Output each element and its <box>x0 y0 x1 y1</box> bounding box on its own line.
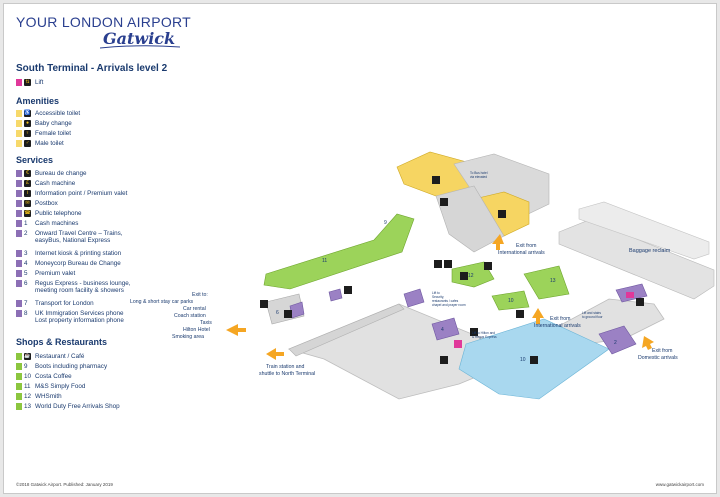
shop-12-label: 12 <box>468 273 474 279</box>
exit-arrow-parks <box>226 324 246 336</box>
male-toilet-icon: ♂ <box>24 140 31 147</box>
postbox-icon-map-2 <box>440 356 448 364</box>
gatwick-logo: Gatwick <box>103 29 176 48</box>
legend-service-4: 4 Moneycorp Bureau de Change <box>16 260 121 270</box>
toilet-icon-map <box>440 198 448 206</box>
cash-icon-map <box>344 286 352 294</box>
legend-male-toilet: ♂ Male toilet <box>16 140 64 150</box>
train-label: Train station and shuttle to North Termi… <box>259 364 315 377</box>
shop-9-label: 9 <box>384 220 387 226</box>
shop-10-area <box>491 290 530 311</box>
exit-domestic-label: Exit from Domestic arrivals <box>638 348 678 361</box>
walkway <box>288 303 405 357</box>
legend-bureau: € Bureau de change <box>16 170 86 180</box>
information-icon: i <box>24 190 31 197</box>
baggage-belt <box>578 201 710 260</box>
legend-cash-machine: £ Cash machine <box>16 180 75 190</box>
exit-arrow-train <box>266 348 284 360</box>
telephone-icon-map <box>444 260 452 268</box>
legend-shop-11: 11 M&S Simply Food <box>16 383 85 393</box>
legend-service-7: 7 Transport for London <box>16 300 94 310</box>
logo-swoosh <box>100 45 180 49</box>
legend-telephone: ☎ Public telephone <box>16 210 82 220</box>
shop-11-label: 11 <box>322 258 327 264</box>
exit-intl-top-label: Exit from International arrivals <box>498 243 545 256</box>
legend-shop-12: 12 WHSmith <box>16 393 62 403</box>
cash-machine-icon: £ <box>24 180 31 187</box>
to-hotel-label: To Bus hotel via elevated <box>470 171 488 179</box>
shop-11-area <box>263 213 415 290</box>
postbox-icon-map <box>434 260 442 268</box>
map-page: YOUR LONDON AIRPORT Gatwick South Termin… <box>3 3 717 494</box>
shop-10b-label: 10 <box>520 357 526 363</box>
toilet-icon-map-3 <box>432 176 440 184</box>
legend-service-6: 6 Regus Express - business lounge, meeti… <box>16 280 131 298</box>
legend-service-2: 2 Onward Travel Centre – Trains, easyBus… <box>16 230 123 248</box>
exit-arrow-intl-top <box>492 234 504 250</box>
accessible-icon-map <box>484 262 492 270</box>
lift-hotel-label: Lift to Hilton and & Regus Express <box>472 331 497 339</box>
exit-parks-label: Exit to: Long & short stay car parks Car… <box>130 292 213 340</box>
lift-icon: ⇅ <box>24 79 31 86</box>
legend-information: i Information point / Premium valet <box>16 190 127 200</box>
info-icon-map-4 <box>470 328 478 336</box>
service-kiosk-area <box>328 288 343 302</box>
footer-copyright: ©2018 Gatwick Airport. Published: Januar… <box>16 482 113 487</box>
lift-marker-2 <box>626 292 634 298</box>
toilet-icon-map-2 <box>498 210 506 218</box>
brand-tagline: YOUR LONDON AIRPORT <box>16 14 192 30</box>
baby-change-icon: ● <box>24 120 31 127</box>
restaurant-icon-map <box>516 310 524 318</box>
info-icon-map-2 <box>284 310 292 318</box>
page-title: South Terminal - Arrivals level 2 <box>16 63 168 74</box>
lift-security-label: Lift to Security, restaurants / cafes ch… <box>432 291 466 307</box>
lift-marker-1 <box>454 340 462 348</box>
exit-arrow-domestic <box>642 336 654 350</box>
baggage-label: Baggage reclaim <box>629 248 671 254</box>
bureau-de-change-icon: € <box>24 170 31 177</box>
bureau-icon-map <box>260 300 268 308</box>
exit-intl-mid-label: Exit from International arrivals <box>534 316 581 329</box>
shop-13-label: 13 <box>550 278 556 284</box>
restaurant-icon: ☕ <box>24 353 31 360</box>
legend-accessible-toilet: ♿ Accessible toilet <box>16 110 80 120</box>
legend-shop-13: 13 World Duty Free Arrivals Shop <box>16 403 120 413</box>
service-2-label: 2 <box>614 340 617 346</box>
exit-arrow-intl-mid <box>532 308 544 324</box>
female-toilet-icon: ♀ <box>24 130 31 137</box>
service-2-area <box>598 325 637 355</box>
info-icon-map-3 <box>636 298 644 306</box>
legend-service-3: 3 Internet kiosk & printing station <box>16 250 121 260</box>
legend-service-5: 5 Premium valet <box>16 270 75 280</box>
telephone-icon: ☎ <box>24 210 31 217</box>
info-icon-map <box>460 272 468 280</box>
grey-block-mid <box>435 185 505 253</box>
service-4-area <box>431 317 460 341</box>
legend-lift: ⇅ Lift <box>16 79 43 89</box>
shops-heading: Shops & Restaurants <box>16 337 108 347</box>
legend-service-8: 8 UK Immigration Services phone Lost pro… <box>16 310 124 328</box>
stairs-note-label: Lift and stairs to ground floor <box>582 311 603 319</box>
legend-service-1: 1 Cash machines <box>16 220 78 230</box>
legend-baby-change: ● Baby change <box>16 120 72 130</box>
postbox-icon: ✉ <box>24 200 31 207</box>
legend-female-toilet: ♀ Female toilet <box>16 130 71 140</box>
shop-13-area <box>523 265 570 300</box>
restaurant-icon-map-2 <box>530 356 538 364</box>
shop-12-area <box>451 261 495 288</box>
shop-10-label: 10 <box>508 298 514 304</box>
legend-restaurant: ☕ Restaurant / Café <box>16 353 84 363</box>
amenities-heading: Amenities <box>16 96 60 106</box>
accessible-toilet-icon: ♿ <box>24 110 31 117</box>
lift-swatch <box>16 79 22 86</box>
terminal-map: 9 11 Baggage reclaim 12 13 10 10 2 4 6 <box>130 151 715 400</box>
legend-shop-9: 9 Boots including pharmacy <box>16 363 107 373</box>
legend-shop-10: 10 Costa Coffee <box>16 373 72 383</box>
service-6-label: 6 <box>276 310 279 316</box>
legend-postbox: ✉ Postbox <box>16 200 58 210</box>
footer-url: www.gatwickairport.com <box>655 482 704 487</box>
service-4-label: 4 <box>441 327 444 333</box>
services-heading: Services <box>16 155 54 165</box>
service-5-area <box>403 288 425 308</box>
